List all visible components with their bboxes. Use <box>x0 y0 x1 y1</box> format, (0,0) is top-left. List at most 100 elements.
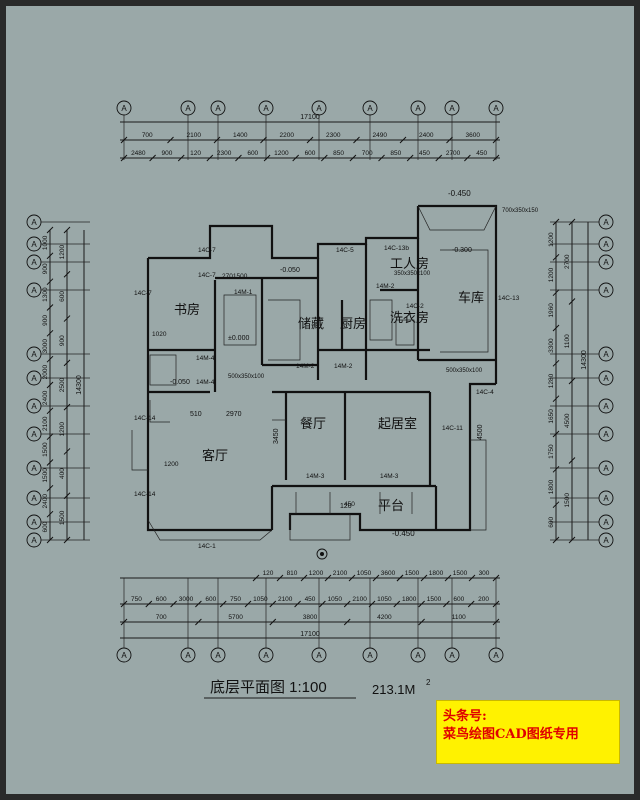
axis-bubble-right: A <box>598 282 614 298</box>
note-text: 700x350x150 <box>502 208 539 214</box>
dimension-bottom: 1500 <box>427 596 442 603</box>
elevation-label: ±0.000 <box>228 335 249 342</box>
dimension-left: 1000 <box>42 235 49 250</box>
svg-text:A: A <box>31 464 37 473</box>
svg-text:A: A <box>367 104 373 113</box>
svg-text:A: A <box>263 651 269 660</box>
dimension-left: 1500 <box>42 442 49 457</box>
dimension-top: 3600 <box>466 132 481 139</box>
svg-text:A: A <box>449 104 455 113</box>
dimension-bottom: 1050 <box>377 596 392 603</box>
dimension-top: 450 <box>476 150 487 157</box>
dimension-bottom: 3600 <box>381 570 396 577</box>
note-text: 500x350x100 <box>228 374 265 380</box>
drawing-title: 底层平面图 1:100 <box>210 679 327 696</box>
svg-text:A: A <box>603 518 609 527</box>
drawing-title-block: 底层平面图 1:100 213.1M 2 <box>204 678 431 699</box>
window-tag: 14C-14 <box>134 491 156 498</box>
window-tag: 14C-7 <box>198 272 216 279</box>
room-laundry: 洗衣房 <box>390 310 429 325</box>
axis-bubble-bottom: A <box>410 647 426 663</box>
dimension-left: 400 <box>59 468 66 479</box>
svg-text:A: A <box>603 402 609 411</box>
dimension-top: 2700 <box>446 150 461 157</box>
svg-text:A: A <box>316 104 322 113</box>
bottom-dimension-lines <box>120 577 500 639</box>
dimension-right: 3300 <box>548 338 555 353</box>
axis-bubble-top: A <box>180 100 196 116</box>
svg-text:A: A <box>185 104 191 113</box>
door-tag: 14M-2 <box>296 363 315 370</box>
dimension-bottom: 1050 <box>253 596 268 603</box>
dimension-top: 600 <box>247 150 258 157</box>
dimension-bottom: 1500 <box>453 570 468 577</box>
dimension-right: 1280 <box>548 373 555 388</box>
dimension-top: 700 <box>362 150 373 157</box>
dimension-left: 2500 <box>59 377 66 392</box>
svg-text:A: A <box>31 240 37 249</box>
note-text: 510 <box>190 411 202 418</box>
room-family: 起居室 <box>378 416 417 431</box>
dimension-bottom: 3000 <box>179 596 194 603</box>
dimension-top: 850 <box>390 150 401 157</box>
entry-marker <box>316 548 328 560</box>
axis-bubble-left: A <box>26 370 42 386</box>
dimension-left: 900 <box>42 263 49 274</box>
dimension-left: 3000 <box>42 339 49 354</box>
note-text: 450 <box>344 501 355 508</box>
axis-bubble-right: A <box>598 254 614 270</box>
svg-text:A: A <box>603 374 609 383</box>
window-tag: 14C-5 <box>336 247 354 254</box>
dimension-total-right: 14300 <box>581 350 588 370</box>
note-text: 2970 <box>226 411 242 418</box>
axis-bubble-top: A <box>210 100 226 116</box>
elevation-label: -0.050 <box>280 267 300 274</box>
dimension-top: 2400 <box>419 132 434 139</box>
axis-bubble-left: A <box>26 254 42 270</box>
plan-walls <box>131 204 498 541</box>
area-value: 213.1M <box>372 682 415 697</box>
svg-text:A: A <box>449 651 455 660</box>
room-servant: 工人房 <box>390 256 429 271</box>
axis-bubble-right: A <box>598 532 614 548</box>
dimension-bottom: 2100 <box>278 596 293 603</box>
axis-bubble-right: A <box>598 346 614 362</box>
note-text: 3450 <box>273 428 280 444</box>
dimension-top: 850 <box>333 150 344 157</box>
axis-bubble-left: A <box>26 214 42 230</box>
axis-bubble-top: A <box>311 100 327 116</box>
dimension-right: 1800 <box>548 479 555 494</box>
watermark-box: 头条号: 菜鸟绘图CAD图纸专用 <box>436 700 620 764</box>
dimension-right: 1200 <box>548 267 555 282</box>
svg-text:A: A <box>215 104 221 113</box>
dimension-top: 600 <box>305 150 316 157</box>
svg-text:A: A <box>31 402 37 411</box>
axis-bubble-right: A <box>598 370 614 386</box>
window-tag: 14C-11 <box>442 425 463 432</box>
dimension-bottom: 5700 <box>228 614 243 621</box>
dimension-left: 2100 <box>42 416 49 431</box>
dimension-top: 2480 <box>131 150 146 157</box>
dimension-left: 900 <box>59 335 66 346</box>
note-text: 120 <box>340 503 352 510</box>
dimension-left: 1200 <box>59 245 66 260</box>
dimension-right: 1650 <box>548 409 555 424</box>
dimension-bottom: 1800 <box>402 596 417 603</box>
dimension-right: 1200 <box>548 232 555 247</box>
axis-bubble-top: A <box>362 100 378 116</box>
elevation-label: -0.050 <box>170 379 190 386</box>
axis-bubble-top: A <box>444 100 460 116</box>
axis-bubble-right: A <box>598 426 614 442</box>
window-tag: 14C-7 <box>198 247 216 254</box>
svg-text:A: A <box>415 104 421 113</box>
window-tag: 14C-13 <box>498 295 520 302</box>
dimension-top: 120 <box>190 150 201 157</box>
interior-walls <box>148 238 496 514</box>
window-tag: 14C-13b <box>384 245 409 252</box>
svg-text:A: A <box>31 536 37 545</box>
axis-bubble-right: A <box>598 236 614 252</box>
room-storage: 储藏 <box>298 316 324 331</box>
